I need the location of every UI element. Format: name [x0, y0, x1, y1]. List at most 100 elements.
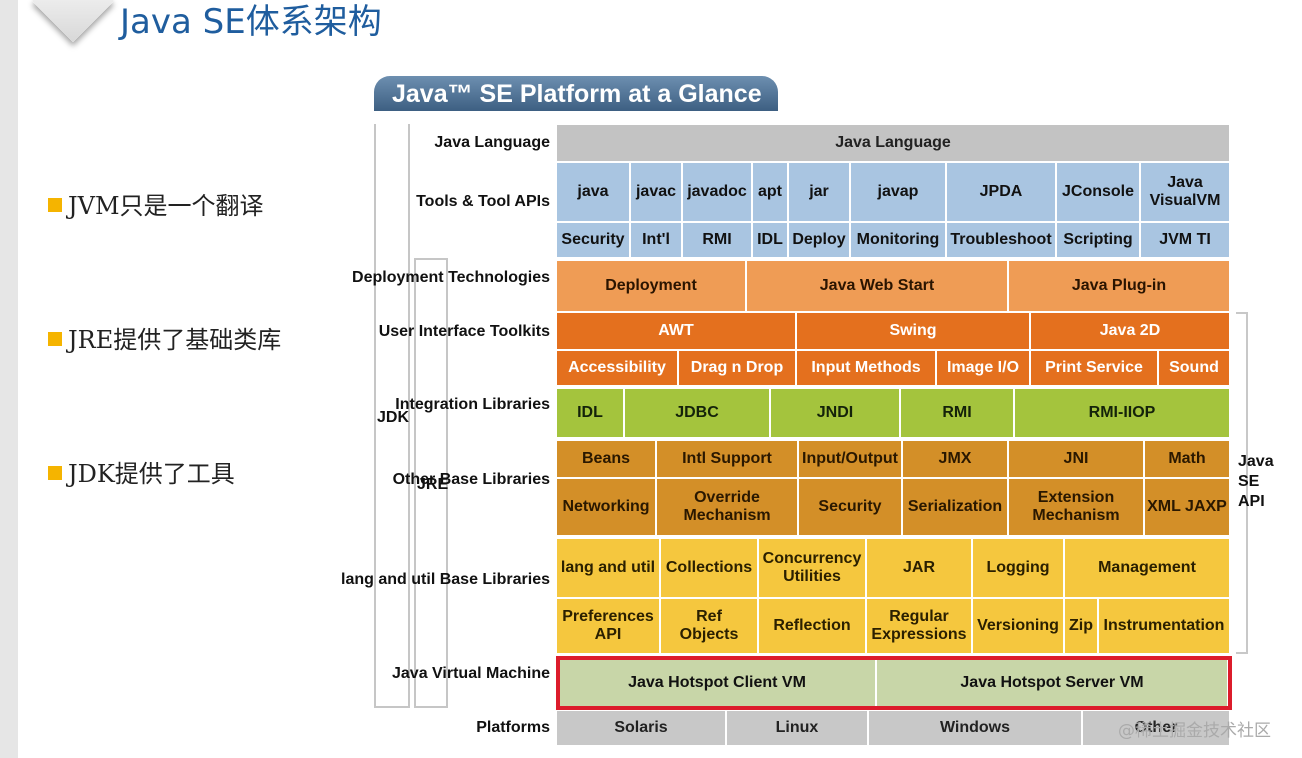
- lang-util-cell: Zip: [1064, 598, 1098, 654]
- other-base-cell: Security: [798, 478, 902, 536]
- slide-title-decoration: [31, 0, 115, 43]
- jvm-server-cell: Java Hotspot Server VM: [876, 658, 1228, 708]
- tool-cell: javadoc: [682, 162, 752, 222]
- platform-cell: Solaris: [556, 710, 726, 746]
- ui-toolkit-cell: Sound: [1158, 350, 1230, 386]
- jvm-highlight-box: [556, 656, 1232, 710]
- other-base-cell: Intl Support: [656, 440, 798, 478]
- lang-util-cell: Logging: [972, 538, 1064, 598]
- jre-bracket-right: [446, 258, 448, 708]
- ui-toolkit-cell: Print Service: [1030, 350, 1158, 386]
- deployment-cell: Java Plug-in: [1008, 260, 1230, 312]
- lang-util-cell: JAR: [866, 538, 972, 598]
- bullet-text: JRE提供了基础类库: [68, 326, 282, 354]
- jre-bracket-bottom: [414, 706, 448, 708]
- row-label-integration: Integration Libraries: [395, 396, 550, 413]
- tool-cell: JConsole: [1056, 162, 1140, 222]
- other-base-cell: Math: [1144, 440, 1230, 478]
- lang-util-cell: Management: [1064, 538, 1230, 598]
- tool-api-cell: Int'l: [630, 222, 682, 258]
- jdk-label: JDK: [377, 409, 410, 426]
- integration-cell: JNDI: [770, 388, 900, 438]
- bullet-square-icon: [48, 198, 62, 212]
- integration-cell: RMI-IIOP: [1014, 388, 1230, 438]
- java-se-api-bracket: [1236, 312, 1248, 654]
- bullet-jvm: JVM只是一个翻译: [48, 186, 264, 221]
- jdk-bracket-right: [408, 124, 410, 708]
- tool-api-cell: Scripting: [1056, 222, 1140, 258]
- tool-api-cell: RMI: [682, 222, 752, 258]
- java-se-api-label: Java SE API: [1238, 453, 1274, 510]
- tool-cell: javac: [630, 162, 682, 222]
- row-label-lang-util: lang and util Base Libraries: [341, 571, 550, 588]
- slide-left-bar: [0, 0, 18, 758]
- diagram-title: Java™ SE Platform at a Glance: [374, 76, 778, 111]
- row-label-java-language: Java Language: [434, 134, 550, 151]
- tool-api-cell: Monitoring: [850, 222, 946, 258]
- other-base-cell: Override Mechanism: [656, 478, 798, 536]
- lang-util-cell: Reflection: [758, 598, 866, 654]
- tool-cell: apt: [752, 162, 788, 222]
- lang-util-cell: Concurrency Utilities: [758, 538, 866, 598]
- bullet-square-icon: [48, 332, 62, 346]
- row-label-other-base: Other Base Libraries: [392, 471, 550, 488]
- jvm-client-cell: Java Hotspot Client VM: [558, 658, 876, 708]
- ui-toolkit-cell: AWT: [556, 312, 796, 350]
- ui-toolkit-cell: Image I/O: [936, 350, 1030, 386]
- tool-api-cell: JVM TI: [1140, 222, 1230, 258]
- other-base-cell: Networking: [556, 478, 656, 536]
- row-label-deployment: Deployment Technologies: [352, 269, 550, 286]
- other-base-cell: Beans: [556, 440, 656, 478]
- other-base-cell: JNI: [1008, 440, 1144, 478]
- ui-toolkit-cell: Accessibility: [556, 350, 678, 386]
- lang-util-cell: lang and util: [556, 538, 660, 598]
- bullet-text: JDK提供了工具: [68, 460, 235, 488]
- tool-cell: Java VisualVM: [1140, 162, 1230, 222]
- lang-util-cell: Instrumentation: [1098, 598, 1230, 654]
- tool-api-cell: Deploy: [788, 222, 850, 258]
- lang-util-cell: Preferences API: [556, 598, 660, 654]
- other-base-cell: JMX: [902, 440, 1008, 478]
- tool-api-cell: IDL: [752, 222, 788, 258]
- row-label-platforms: Platforms: [476, 719, 550, 736]
- lang-util-cell: Regular Expressions: [866, 598, 972, 654]
- platform-cell: Linux: [726, 710, 868, 746]
- ui-toolkit-cell: Java 2D: [1030, 312, 1230, 350]
- jre-bracket-left: [414, 258, 416, 708]
- ui-toolkit-cell: Swing: [796, 312, 1030, 350]
- bullet-square-icon: [48, 466, 62, 480]
- bullet-jre: JRE提供了基础类库: [48, 320, 281, 355]
- row-label-ui-toolkits: User Interface Toolkits: [378, 323, 550, 340]
- other-base-cell: XML JAXP: [1144, 478, 1230, 536]
- lang-util-cell: Collections: [660, 538, 758, 598]
- row-label-jvm: Java Virtual Machine: [392, 665, 550, 682]
- deployment-cell: Java Web Start: [746, 260, 1008, 312]
- row-label-tools: Tools & Tool APIs: [416, 193, 550, 210]
- lang-util-cell: Versioning: [972, 598, 1064, 654]
- jdk-bracket-left: [374, 124, 376, 708]
- ui-toolkit-cell: Input Methods: [796, 350, 936, 386]
- integration-cell: RMI: [900, 388, 1014, 438]
- platform-cell: Windows: [868, 710, 1082, 746]
- deployment-cell: Deployment: [556, 260, 746, 312]
- tool-api-cell: Security: [556, 222, 630, 258]
- jre-label: JRE: [417, 476, 449, 493]
- tool-cell: jar: [788, 162, 850, 222]
- other-base-cell: Input/Output: [798, 440, 902, 478]
- integration-cell: IDL: [556, 388, 624, 438]
- other-base-cell: Serialization: [902, 478, 1008, 536]
- tool-cell: java: [556, 162, 630, 222]
- ui-toolkit-cell: Drag n Drop: [678, 350, 796, 386]
- jre-bracket-top: [414, 258, 448, 260]
- cell-java-language: Java Language: [556, 124, 1230, 162]
- tool-cell: javap: [850, 162, 946, 222]
- slide-title: Java SE体系架构: [120, 2, 382, 42]
- watermark: @稀土掘金技术社区: [1118, 721, 1271, 741]
- jdk-bracket-bottom: [374, 706, 410, 708]
- tool-cell: JPDA: [946, 162, 1056, 222]
- bullet-text: JVM只是一个翻译: [68, 192, 264, 220]
- lang-util-cell: Ref Objects: [660, 598, 758, 654]
- bullet-jdk: JDK提供了工具: [48, 454, 235, 489]
- platform-cell: Other: [1082, 710, 1230, 746]
- other-base-cell: Extension Mechanism: [1008, 478, 1144, 536]
